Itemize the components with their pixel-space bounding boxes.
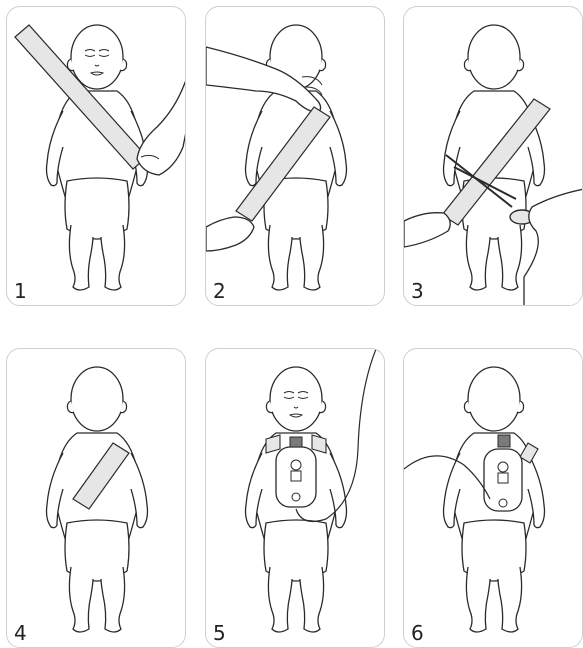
step-number: 2 [213, 281, 226, 301]
step-number: 4 [14, 623, 27, 643]
step-4-illustration [7, 349, 186, 648]
step-1-illustration [7, 7, 186, 306]
step-panel-6: 6 [403, 348, 583, 648]
step-number: 3 [411, 281, 424, 301]
step-number: 5 [213, 623, 226, 643]
step-number: 1 [14, 281, 27, 301]
step-3-illustration [404, 7, 583, 306]
step-2-illustration [206, 7, 385, 306]
step-panel-3: 3 [403, 6, 583, 306]
step-5-illustration [206, 349, 385, 648]
step-panel-5: 5 [205, 348, 385, 648]
step-panel-2: 2 [205, 6, 385, 306]
step-panel-4: 4 [6, 348, 186, 648]
step-panel-1: 1 [6, 6, 186, 306]
step-number: 6 [411, 623, 424, 643]
step-6-illustration [404, 349, 583, 648]
